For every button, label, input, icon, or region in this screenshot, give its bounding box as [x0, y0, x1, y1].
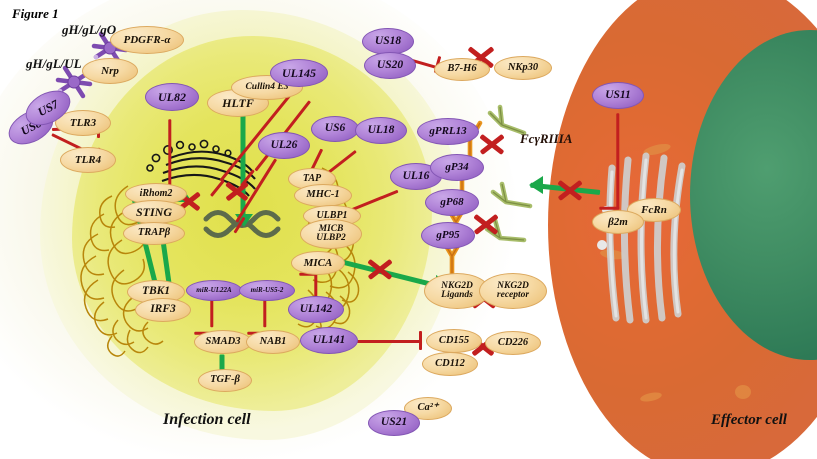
node-us6[interactable]: US6 — [311, 116, 359, 142]
node-mica[interactable]: MICA — [291, 251, 345, 275]
effector-granule — [735, 385, 751, 399]
edge-us11-fcrn — [616, 113, 620, 210]
entry-complex-ul-label: gH/gL/UL — [26, 56, 82, 71]
node-nab1[interactable]: NAB1 — [246, 330, 300, 354]
arrowhead-fcrn — [529, 176, 543, 194]
node-mir-us5-2[interactable]: miR-US5-2 — [239, 280, 295, 301]
node-gp68[interactable]: gP68 — [425, 189, 479, 216]
node-sting[interactable]: STING — [122, 200, 186, 224]
node-pdgfra[interactable]: PDGFR-α — [110, 26, 184, 54]
node-us11[interactable]: US11 — [592, 82, 644, 109]
node-nkg2d-ligands[interactable]: NKG2D Ligands — [424, 273, 490, 309]
node-cd155[interactable]: CD155 — [426, 329, 482, 353]
node-ul82[interactable]: UL82 — [145, 83, 199, 111]
edge-ul142-mica — [314, 273, 318, 298]
inhibit-cap-cd155 — [419, 331, 422, 350]
edge-mir-ul22a-smad3 — [210, 297, 214, 328]
node-micb-ulbp2[interactable]: MICB ULBP2 — [300, 219, 362, 249]
node-cd112[interactable]: CD112 — [422, 352, 478, 376]
edge-ul141-cd155 — [356, 340, 420, 343]
node-nkg2d-receptor[interactable]: NKG2D receptor — [479, 273, 547, 309]
node-b7h6[interactable]: B7-H6 — [434, 58, 490, 81]
figure-caption: Figure 1 — [12, 6, 59, 21]
block-x-hltf — [224, 178, 250, 204]
node-us21[interactable]: US21 — [368, 410, 420, 436]
node-cd226[interactable]: CD226 — [485, 331, 541, 355]
node-tlr3[interactable]: TLR3 — [55, 110, 111, 136]
node-mhc1[interactable]: MHC-1 — [294, 184, 352, 207]
block-x-fcrn-transport — [556, 176, 584, 204]
node-gp34[interactable]: gP34 — [430, 154, 484, 181]
node-mir-ul22a[interactable]: miR-UL22A — [186, 280, 242, 301]
node-ul26[interactable]: UL26 — [258, 132, 310, 159]
edge-mir-us52-nab1 — [263, 297, 267, 328]
node-tgfb[interactable]: TGF-β — [198, 369, 252, 392]
node-hltf[interactable]: HLTF — [207, 89, 269, 117]
node-tlr4[interactable]: TLR4 — [60, 147, 116, 173]
fc-receptor-label: FcγRIIIA — [520, 131, 573, 146]
node-gp95[interactable]: gP95 — [421, 222, 475, 249]
entry-complex-go-label: gH/gL/gO — [62, 22, 117, 37]
node-ul145[interactable]: UL145 — [270, 59, 328, 87]
node-b2m[interactable]: β2m — [592, 210, 644, 234]
node-ul18[interactable]: UL18 — [355, 117, 407, 144]
node-irf3[interactable]: IRF3 — [135, 298, 191, 322]
node-us18[interactable]: US18 — [362, 28, 414, 55]
node-ul142[interactable]: UL142 — [288, 296, 344, 323]
node-nkp30[interactable]: NKp30 — [494, 56, 552, 80]
node-us20[interactable]: US20 — [364, 52, 416, 79]
effector-cell-label: Effector cell — [711, 412, 787, 428]
node-nrp[interactable]: Nrp — [82, 58, 138, 84]
inhibit-cap-fcrn — [599, 206, 620, 210]
node-smad3[interactable]: SMAD3 — [194, 330, 252, 354]
node-gprl13[interactable]: gPRL13 — [417, 118, 479, 145]
node-trapb[interactable]: TRAPβ — [123, 222, 185, 245]
block-x-antibody-lower — [472, 208, 500, 240]
node-calcium[interactable]: Ca²⁺ — [404, 397, 452, 420]
node-ul141[interactable]: UL141 — [300, 327, 358, 354]
block-x-nkg2d-transfer — [366, 255, 394, 283]
block-x-antibody-upper — [478, 128, 506, 160]
infection-cell-label: Infection cell — [163, 411, 251, 428]
